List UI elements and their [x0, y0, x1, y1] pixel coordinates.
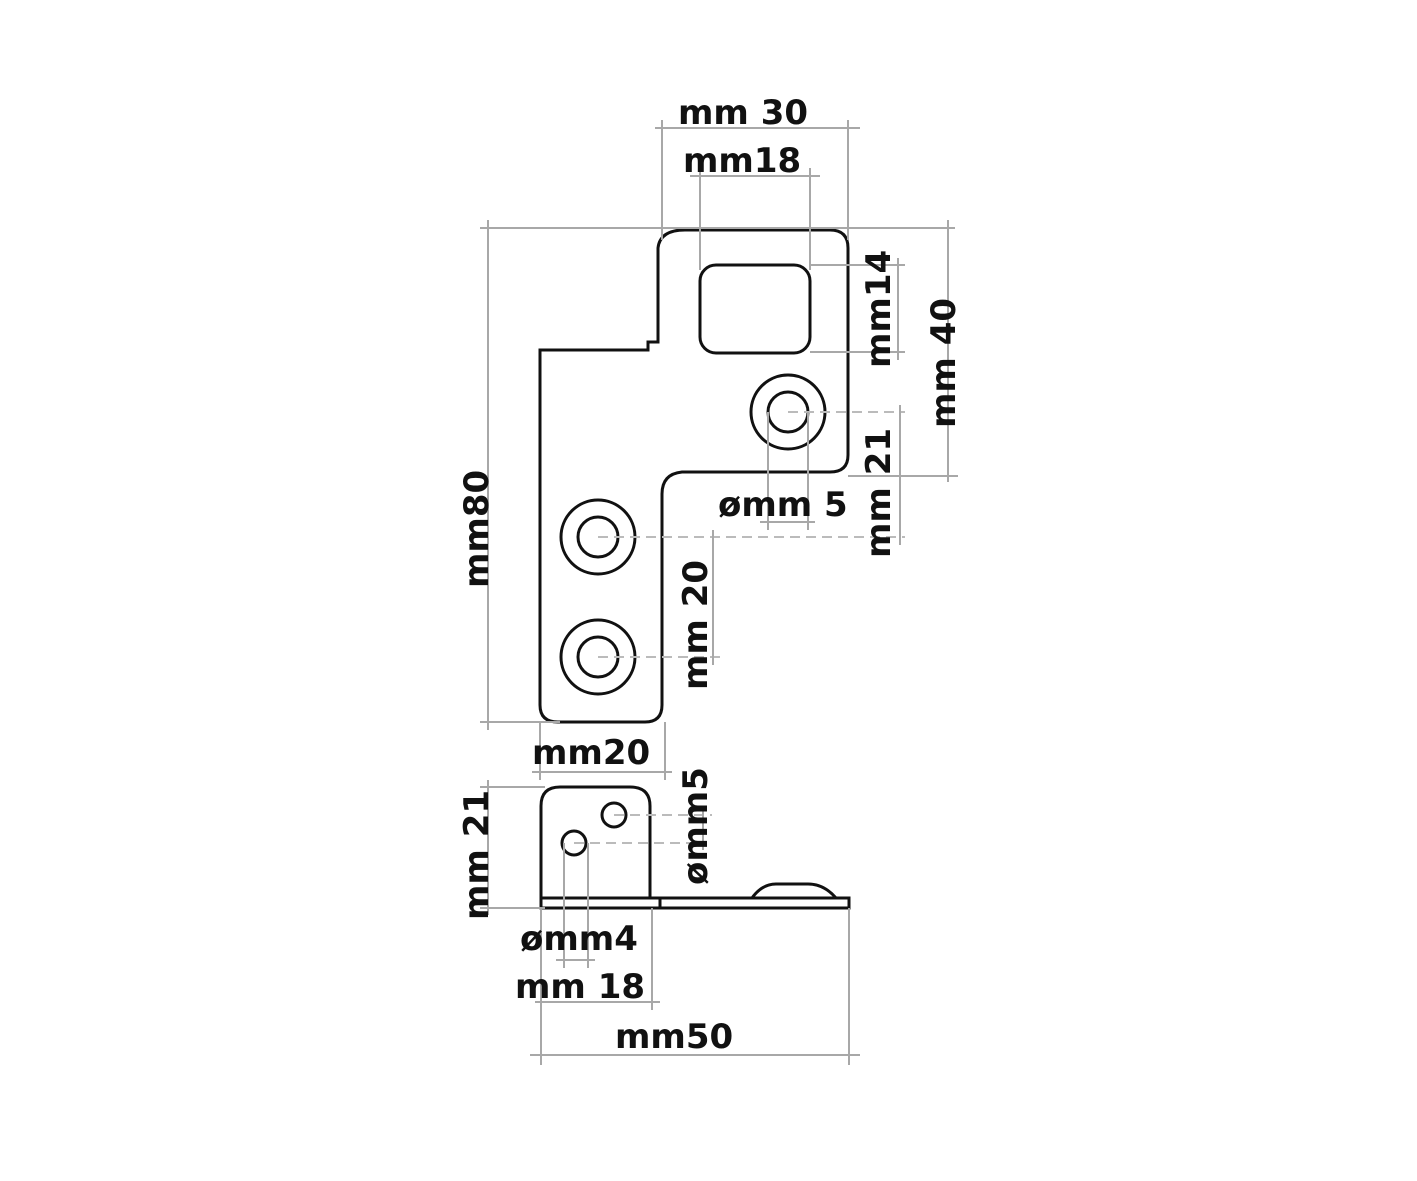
dim-label-hole-offset: mm 21 [859, 428, 899, 558]
dim-label-total-length: mm50 [615, 1017, 733, 1057]
dim-label-overall-height: mm80 [457, 470, 497, 588]
dim-label-slot-height: mm14 [859, 250, 899, 368]
small-hole [560, 829, 588, 857]
dimension-lines [480, 120, 958, 780]
dim-label-slot-width: mm18 [683, 141, 801, 181]
square-slot [698, 263, 812, 355]
dim-label-overall-width: mm 30 [678, 93, 808, 133]
dim-label-flange-width: mm 18 [515, 967, 645, 1007]
small-hole [600, 801, 628, 829]
dim-label-hole-spacing: mm 20 [676, 560, 716, 690]
side-dimension-lines [480, 780, 860, 1065]
dim-label-bottom-width: mm20 [532, 733, 650, 773]
dim-label-hole-diameter: ømm 5 [718, 485, 848, 525]
dim-label-hole-diameter-right: ømm5 [676, 767, 716, 885]
side-view [539, 785, 851, 910]
dim-label-hole-diameter-left: ømm4 [520, 919, 638, 959]
dim-label-side-height: mm 21 [457, 790, 497, 920]
dim-label-top-to-hole: mm 40 [924, 298, 964, 428]
